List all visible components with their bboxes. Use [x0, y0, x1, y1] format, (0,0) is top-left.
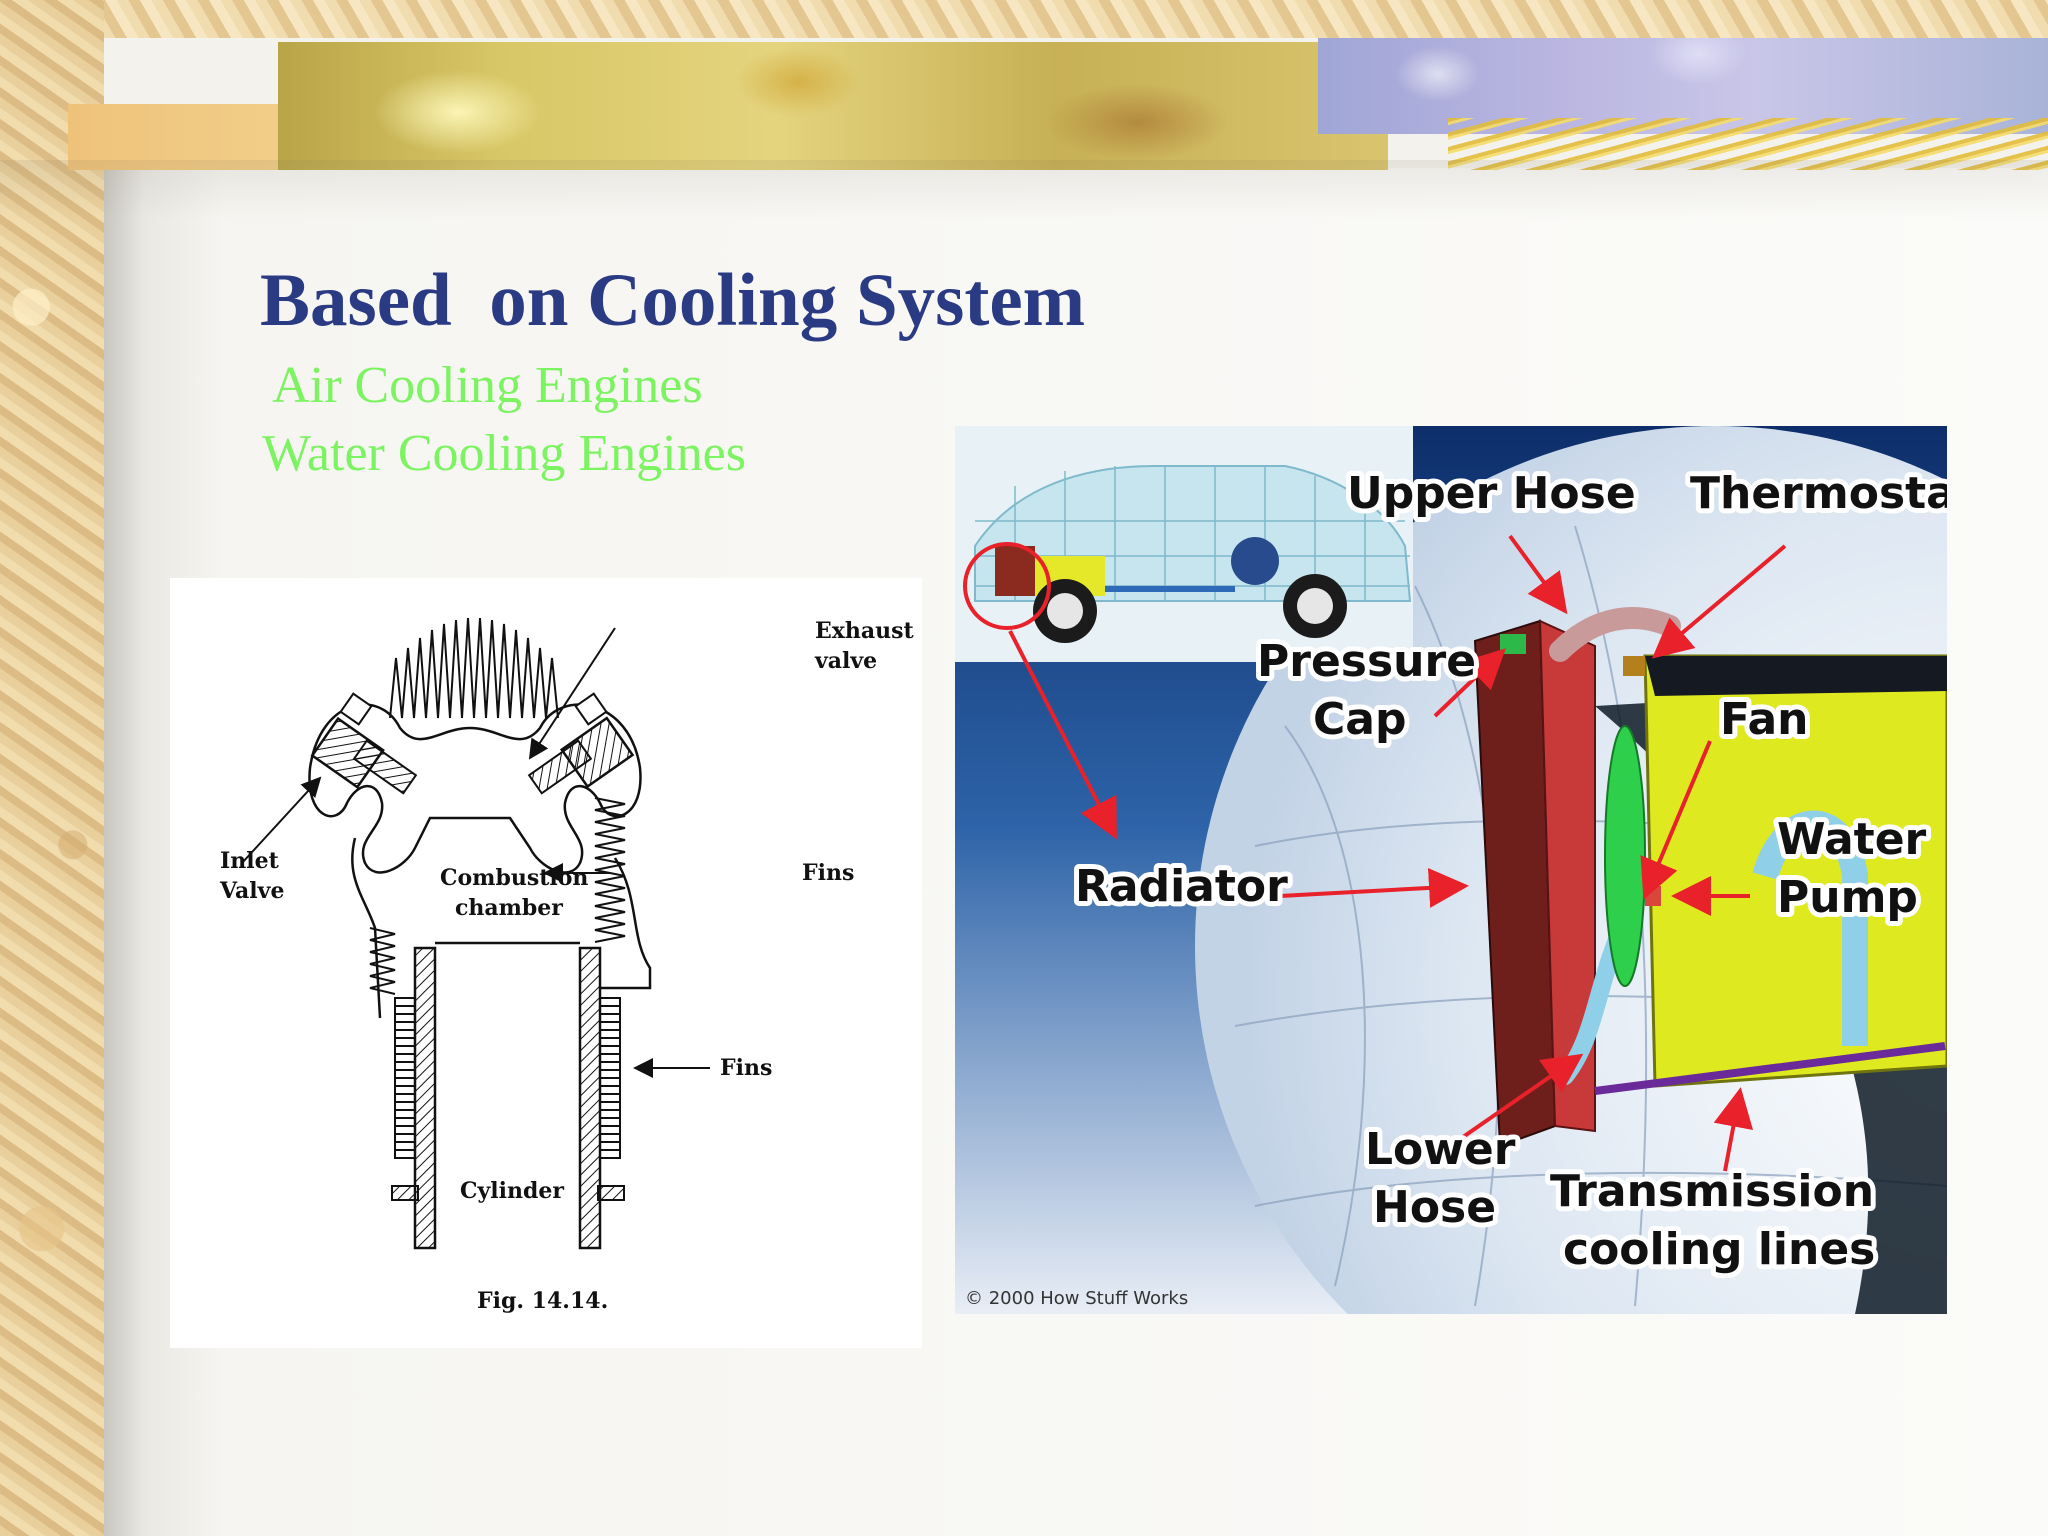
label-lower-hose-line2: Hose [1373, 1182, 1496, 1233]
water-cooling-diagram: Upper Hose Thermostat Pressure Cap Fan R… [955, 426, 1947, 1314]
label-fins-lower: Fins [720, 1055, 772, 1081]
inset-highlight-circle [963, 542, 1051, 630]
water-cooling-drawing: Upper Hose Thermostat Pressure Cap Fan R… [955, 426, 1947, 1314]
banner-wheat-strip [1448, 118, 2048, 170]
side-cooling-fins-upper [594, 797, 626, 943]
copyright-text: © 2000 How Stuff Works [965, 1288, 1188, 1309]
label-upper-hose: Upper Hose [1347, 468, 1636, 519]
label-exhaust-line2: valve [814, 648, 877, 674]
figure-caption: Fig. 14.14. [477, 1288, 608, 1314]
label-fan: Fan [1720, 694, 1809, 745]
cooling-fan [1604, 725, 1646, 987]
banner-floral-strip [278, 42, 1388, 170]
pressure-cap-part [1500, 634, 1526, 654]
label-pressure-cap-line1: Pressure [1257, 636, 1476, 687]
label-pressure-cap-line2: Cap [1313, 694, 1406, 745]
transmission-cooling-line [1594, 1042, 1946, 1095]
label-inlet-line2: Valve [219, 878, 284, 904]
label-thermostat: Thermostat [1690, 468, 1947, 519]
bullet-air-cooling: Air Cooling Engines [262, 357, 703, 414]
cylinder-fins-lower [394, 997, 621, 1159]
air-cooling-drawing: Exhaust valve Inlet Valve Combustion cha… [219, 617, 915, 1314]
slide-background-top [0, 0, 2048, 38]
slide-title: Based on Cooling System [260, 259, 1086, 342]
label-exhaust-line1: Exhaust [815, 618, 915, 644]
label-radiator: Radiator [1075, 861, 1288, 912]
engine-block [1643, 654, 1947, 1088]
cylinder [391, 941, 625, 1250]
exhaust-valve [527, 692, 635, 795]
inlet-valve [310, 692, 418, 795]
label-combustion-line2: chamber [455, 895, 563, 921]
bullet-list: Air Cooling Engines Water Cooling Engine… [262, 352, 746, 488]
label-transmission-line1: Transmission [1550, 1166, 1874, 1217]
label-water-pump-line1: Water [1777, 814, 1927, 865]
label-water-pump-line2: Pump [1777, 872, 1918, 923]
thermostat-part [1623, 656, 1645, 676]
label-inlet-line1: Inlet [220, 848, 280, 874]
banner-shadow [0, 160, 2048, 220]
cylinder-head-outline [308, 703, 642, 874]
water-pump-pipe [1752, 810, 1868, 1046]
inset-car-panel [955, 426, 1413, 662]
top-cooling-fins [389, 617, 559, 719]
label-lower-hose-line1: Lower [1365, 1124, 1516, 1175]
label-combustion-line1: Combustion [440, 865, 588, 891]
decorative-banner [68, 38, 2048, 170]
slide-background-left-border [0, 0, 104, 1536]
label-fins-upper: Fins [802, 860, 854, 886]
bullet-water-cooling: Water Cooling Engines [262, 425, 746, 482]
air-cooling-diagram: Exhaust valve Inlet Valve Combustion cha… [170, 578, 922, 1348]
label-cylinder: Cylinder [460, 1178, 564, 1204]
label-transmission-line2: cooling lines [1563, 1224, 1875, 1275]
